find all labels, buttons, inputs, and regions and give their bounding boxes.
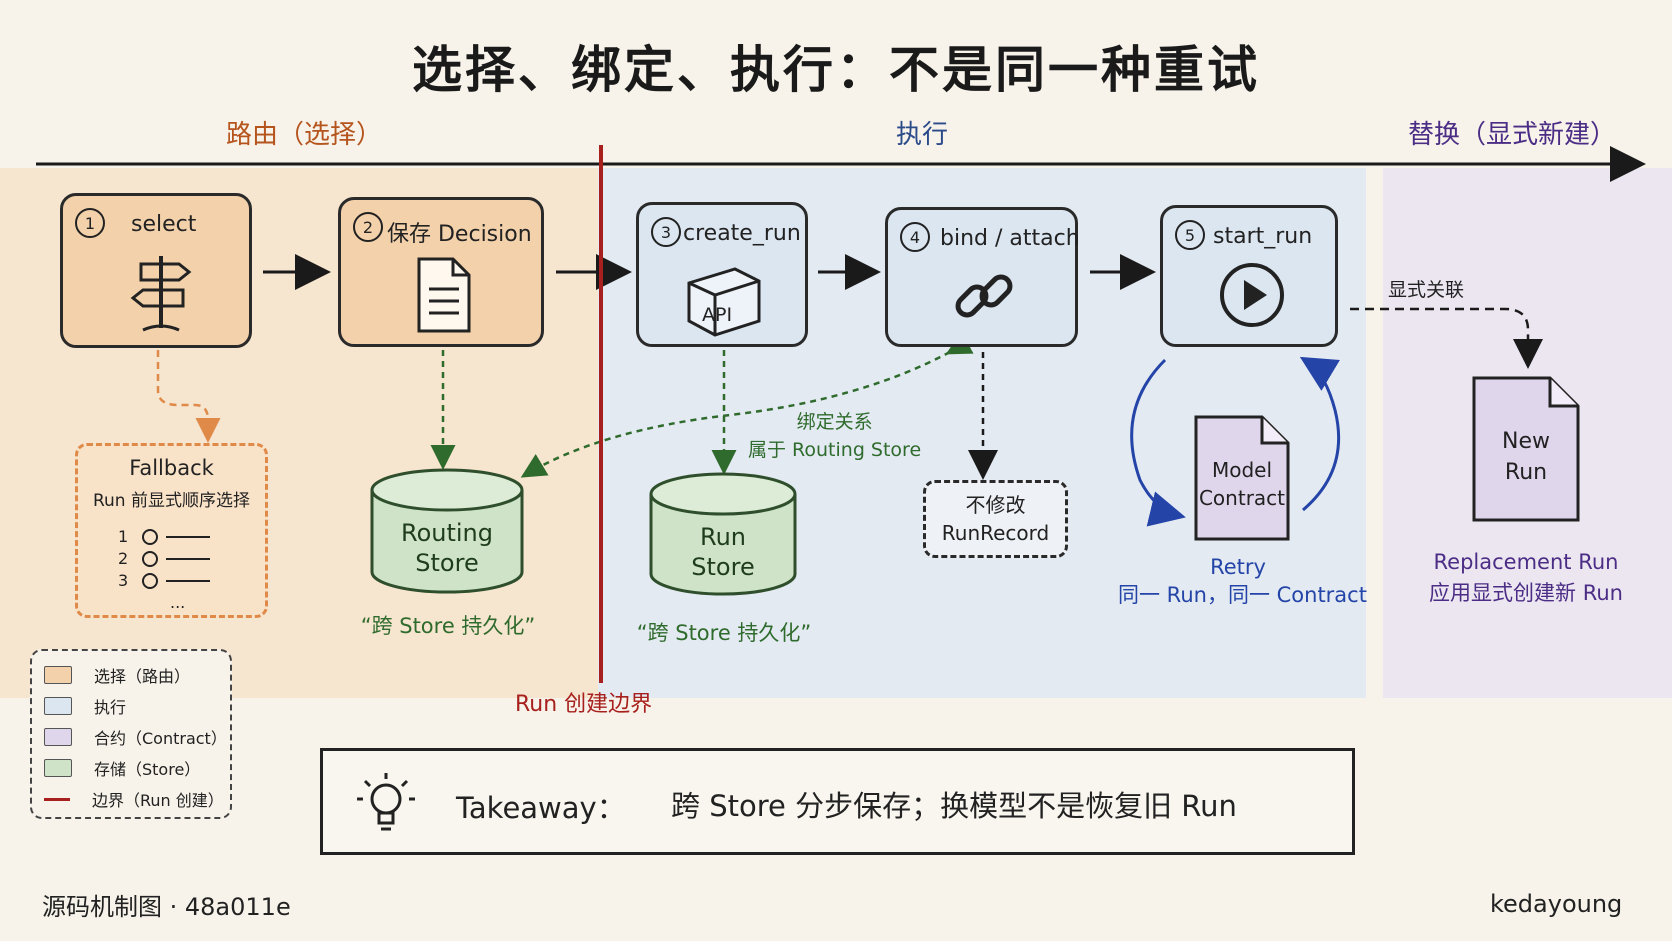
run-store-label: Run Store: [691, 523, 755, 581]
no-modify-label: 不修改 RunRecord: [941, 493, 1050, 545]
legend-label: 存储（Store）: [94, 760, 201, 779]
step-bind-attach[interactable]: 4 bind / attach: [885, 207, 1080, 347]
legend-label: 合约（Contract）: [94, 729, 227, 748]
step-label: select: [131, 212, 197, 237]
footer-left: 源码机制图 · 48a011e: [42, 893, 291, 921]
model-contract-document: [1194, 415, 1290, 541]
replacement-run-caption: Replacement Run 应用显式创建新 Run: [1429, 550, 1623, 605]
step-number: 1: [75, 208, 105, 238]
legend-label: 选择（路由）: [94, 667, 191, 686]
routing-store-label: Routing Store: [400, 519, 493, 577]
fallback-item: 3: [118, 570, 211, 592]
step-label: bind / attach: [940, 226, 1080, 251]
legend-swatch: [44, 759, 72, 777]
phase-routing-label: 路由（选择）: [226, 120, 383, 150]
legend-item-boundary: 边界（Run 创建）: [44, 787, 224, 811]
retry-caption: Retry 同一 Run，同一 Contract: [1118, 555, 1367, 607]
signpost-icon: [130, 256, 192, 332]
arrow-bind-routing-store: [520, 331, 974, 478]
diagram-title: 选择、绑定、执行：不是同一种重试: [412, 41, 1260, 99]
takeaway-box: Takeaway： 跨 Store 分步保存；换模型不是恢复旧 Run: [320, 748, 1355, 855]
legend-item-routing: 选择（路由）: [44, 663, 190, 687]
step-number: 4: [900, 222, 930, 252]
step-label: 保存 Decision: [387, 222, 532, 247]
legend-swatch: [44, 697, 72, 715]
phase-execution-label: 执行: [896, 120, 949, 150]
step-save-decision[interactable]: 2 保存 Decision: [338, 197, 544, 347]
routing-store-cylinder: [370, 468, 524, 594]
run-store-caption: “跨 Store 持久化”: [636, 621, 812, 645]
run-boundary-label: Run 创建边界: [515, 692, 653, 717]
run-store-cylinder: [649, 472, 797, 596]
footer-right: kedayoung: [1490, 890, 1623, 918]
legend-label: 执行: [94, 698, 127, 717]
step-number: 3: [651, 217, 681, 247]
api-label: API: [702, 304, 732, 326]
explicit-link-label: 显式关联: [1388, 279, 1465, 301]
fallback-box: Fallback Run 前显式顺序选择 1 2 3 ...: [75, 443, 268, 618]
new-run-document: [1472, 376, 1580, 522]
retry-loop-right: [1299, 356, 1341, 512]
no-modify-runrecord-box: 不修改 RunRecord: [923, 480, 1068, 558]
step-label: create_run: [683, 221, 801, 246]
takeaway-text: 跨 Store 分步保存；换模型不是恢复旧 Run: [671, 789, 1237, 823]
takeaway-label: Takeaway：: [456, 791, 626, 825]
model-contract-label: Model Contract: [1198, 458, 1286, 510]
legend-item-contract: 合约（Contract）: [44, 725, 227, 749]
fallback-item: 1: [118, 526, 211, 548]
document-icon: [417, 257, 471, 333]
legend: 选择（路由） 执行 合约（Contract） 存储（Store） 边界（Run …: [30, 649, 232, 819]
legend-item-execution: 执行: [44, 694, 126, 718]
legend-swatch: [44, 728, 72, 746]
new-run-label: New Run: [1502, 429, 1550, 485]
link-icon: [955, 274, 1013, 318]
retry-loop-left: [1130, 358, 1186, 527]
lightbulb-icon: [357, 773, 415, 831]
step-select[interactable]: 1 select: [60, 193, 252, 348]
fallback-item: 2: [118, 548, 211, 570]
step-number: 2: [353, 212, 383, 242]
fallback-subtitle: Run 前显式顺序选择: [92, 491, 250, 511]
step-number: 5: [1175, 220, 1205, 250]
fallback-title: Fallback: [129, 456, 214, 480]
fallback-list: 1 2 3 ...: [118, 526, 211, 614]
legend-swatch: [44, 797, 70, 801]
legend-swatch: [44, 666, 72, 684]
step-label: start_run: [1213, 224, 1313, 249]
arrow-select-fallback: [156, 350, 221, 443]
phase-replacement-label: 替换（显式新建）: [1408, 120, 1617, 150]
binding-note: 绑定关系 属于 Routing Store: [748, 411, 922, 461]
step-start-run[interactable]: 5 start_run: [1160, 205, 1338, 347]
play-icon: [1220, 263, 1284, 327]
fallback-more: ...: [170, 593, 186, 612]
legend-label: 边界（Run 创建）: [92, 791, 224, 810]
step-create-run[interactable]: 3 create_run API: [636, 202, 808, 347]
api-cube-icon: API: [687, 267, 761, 337]
run-boundary-line: [599, 145, 603, 683]
legend-item-store: 存储（Store）: [44, 756, 200, 780]
arrow-explicit-link: [1350, 307, 1543, 369]
routing-store-caption: “跨 Store 持久化”: [360, 614, 536, 638]
